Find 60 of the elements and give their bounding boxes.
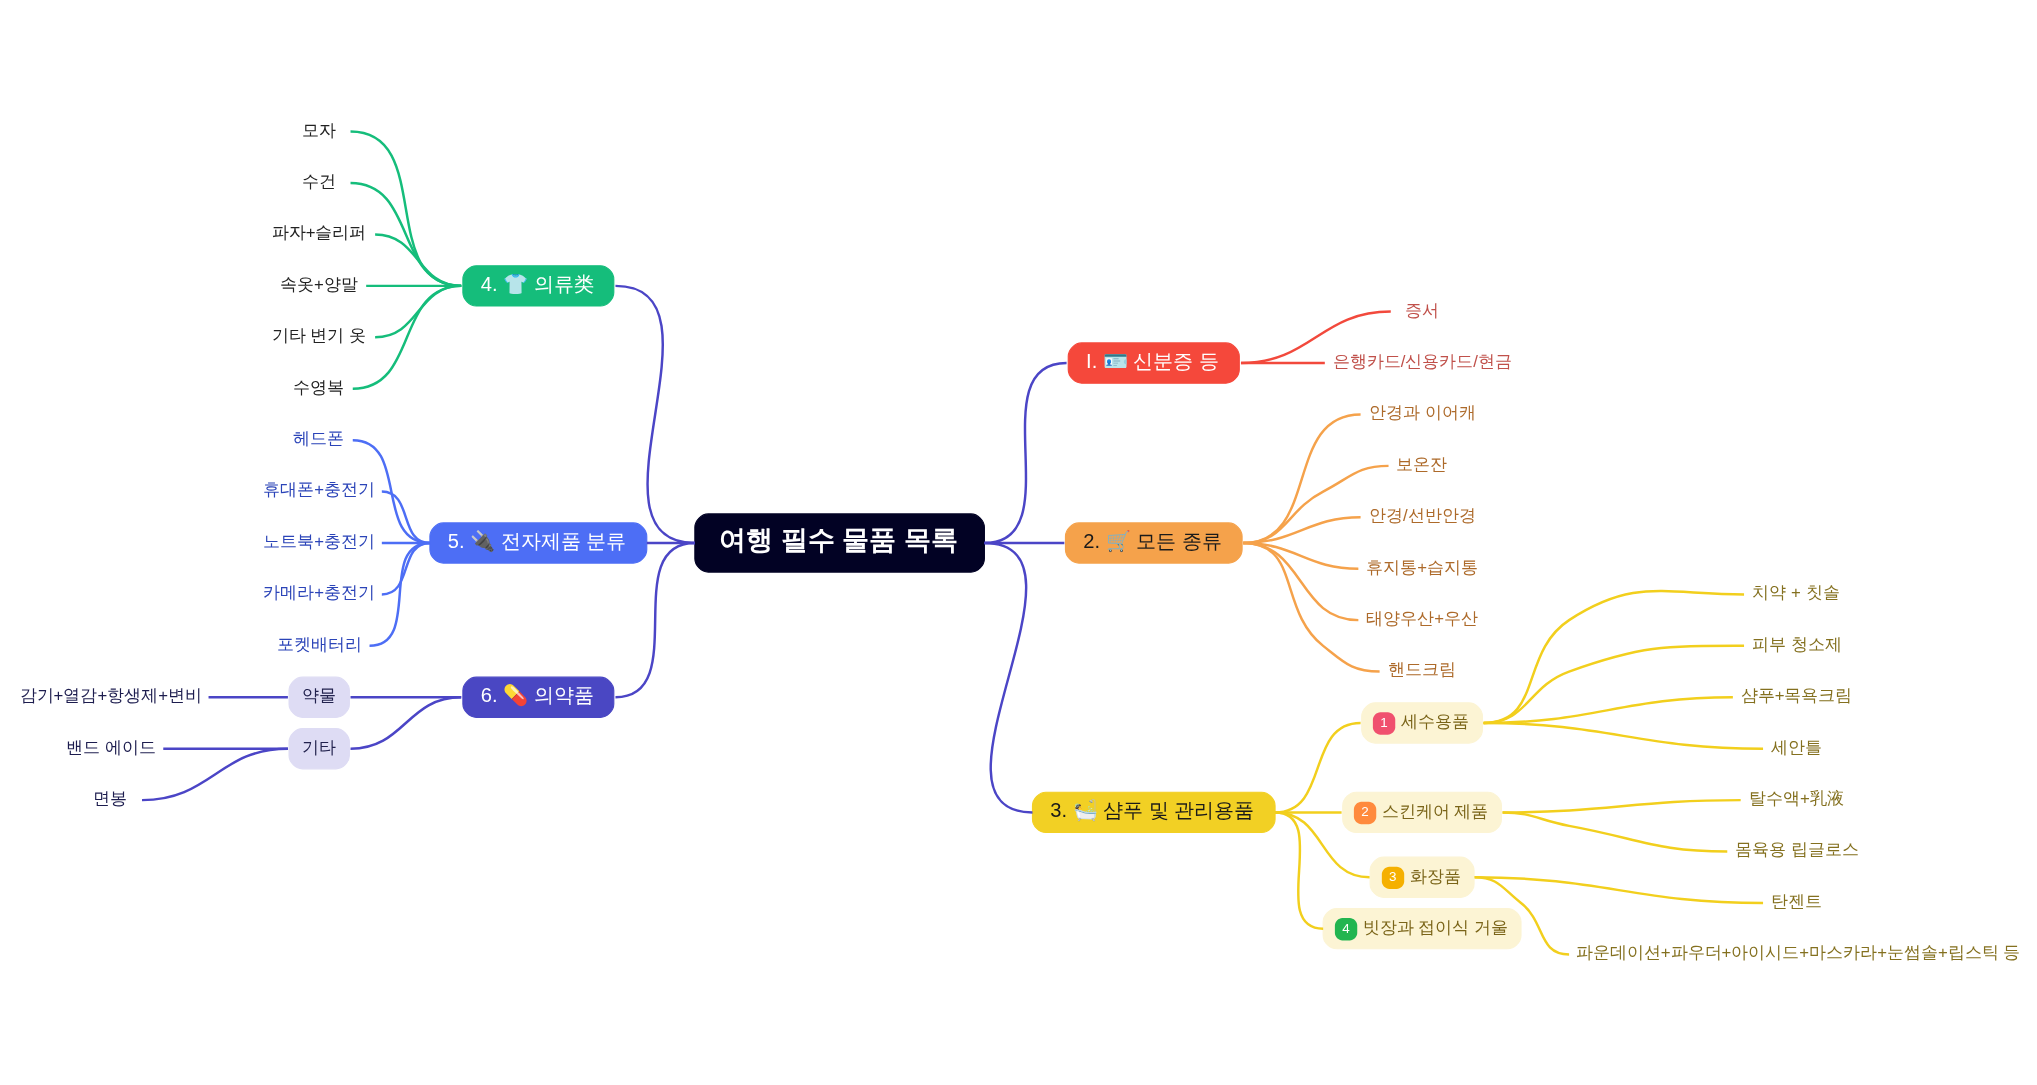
node-text: 안경과 이어캐 — [1368, 402, 1476, 422]
node-text: 몸육용 립글로스 — [1735, 839, 1859, 859]
node-text: 속옷+양말 — [280, 274, 358, 294]
connector — [350, 129, 462, 287]
connector — [352, 284, 462, 390]
node-text: 밴드 에이드 — [66, 737, 156, 757]
connector — [1243, 541, 1380, 673]
node-text: 카메라+충전기 — [263, 582, 376, 602]
node-text: 기타 변기 옷 — [271, 325, 367, 345]
node-text: 태양우산+우산 — [1366, 608, 1478, 628]
node-text: 수건 — [301, 171, 336, 191]
node-text: 수영복 — [293, 377, 345, 397]
node-text: 안경/선반안경 — [1368, 505, 1476, 525]
node-box: 5. 🔌 전자제품 분류 — [429, 521, 648, 564]
node-text: 헤드폰 — [293, 428, 345, 448]
node-text: 파자+슬리퍼 — [271, 222, 367, 242]
node-text: 포켓배터리 — [276, 634, 362, 654]
connector — [163, 746, 288, 750]
node-text: 증서 — [1404, 300, 1439, 319]
node-text: 파운데이션+파우더+아이시드+마스카라+눈썹솔+립스틱 등 — [1575, 942, 2021, 962]
connector — [369, 541, 431, 647]
connector — [1240, 361, 1325, 364]
node-text: 면봉 — [93, 788, 128, 808]
connector — [141, 746, 288, 801]
node-text: 피부 청소제 — [1751, 634, 1842, 654]
connector — [208, 695, 288, 698]
connector — [615, 541, 696, 698]
connector — [1483, 721, 1764, 750]
connector — [350, 695, 462, 750]
connector — [375, 232, 462, 287]
connector — [1502, 810, 1728, 853]
node-box: 4 빗장과 접이식 거울 — [1322, 907, 1522, 949]
node-text: 휴대폰+충전기 — [263, 479, 376, 499]
node-text: 노트북+충전기 — [263, 531, 376, 551]
node-box: 6. 💊 의약품 — [462, 676, 615, 718]
node-text: 감기+열감+항생제+변비 — [19, 685, 202, 705]
connector — [1474, 875, 1570, 956]
node-box: 3. 🛀 샴푸 및 관리용품 — [1031, 791, 1276, 833]
node-box: 2. 🛒 모든 종류 — [1064, 521, 1243, 564]
connector — [984, 541, 1033, 814]
node-box: 4. 👕 의류类 — [462, 264, 615, 307]
connector — [1240, 309, 1391, 364]
node-text: 탈수액+乳液 — [1749, 788, 1844, 808]
node-text: 은행카드/신용카드/현금 — [1332, 351, 1512, 371]
node-box: 기타 — [288, 727, 350, 769]
node-text: 탄젠트 — [1770, 891, 1822, 911]
node-text: 모자 — [301, 120, 336, 140]
node-box: I. 🪪 신분증 등 — [1067, 341, 1240, 384]
node-box: 1 세수용품 — [1361, 701, 1483, 744]
node-text: 치약 + 칫솔 — [1752, 582, 1840, 602]
node-box: 약물 — [288, 676, 350, 718]
node-box: 3 화장품 — [1369, 856, 1475, 898]
node-text: 세안틀 — [1770, 737, 1822, 757]
connector — [350, 181, 462, 287]
node-text: 핸드크림 — [1387, 659, 1456, 679]
node-text: 휴지통+습지통 — [1366, 557, 1478, 577]
node-box: 2 스킨케어 제품 — [1342, 791, 1502, 833]
node-text: 샴푸+목욕크림 — [1740, 685, 1853, 705]
node-text: 보온잔 — [1396, 454, 1448, 474]
node-box: 여행 필수 물품 목록 — [694, 512, 985, 573]
